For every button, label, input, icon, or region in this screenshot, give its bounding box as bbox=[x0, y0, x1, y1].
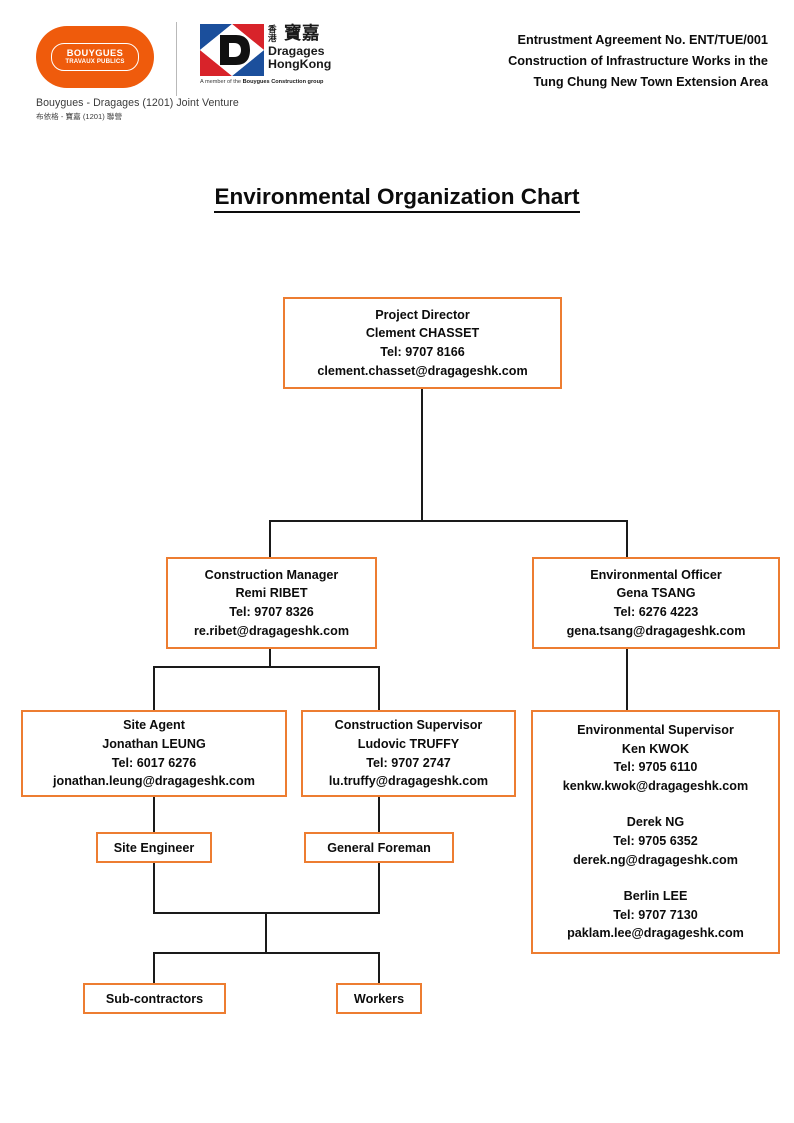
workers-label: Workers bbox=[353, 991, 405, 1006]
page-title-text: Environmental Organization Chart bbox=[214, 184, 580, 213]
agreement-line-3: Tung Chung New Town Extension Area bbox=[533, 74, 768, 89]
site-agent-email: jonathan.leung@dragageshk.com bbox=[53, 774, 255, 789]
site-agent-tel: Tel: 6017 6276 bbox=[111, 755, 197, 770]
dragages-logo-name-line1: Dragages bbox=[268, 44, 325, 58]
connector-level3-bar bbox=[153, 666, 380, 668]
page-title: Environmental Organization Chart bbox=[0, 184, 794, 213]
connector-bottom-bar bbox=[153, 952, 380, 954]
dragages-logo-zh-big: 寶嘉 bbox=[284, 23, 320, 43]
environmental-supervisor-email: kenkw.kwok@dragageshk.com bbox=[562, 778, 749, 793]
connector-site-agent-to-site-engineer bbox=[153, 797, 155, 832]
connector-general-foreman-down bbox=[378, 862, 380, 914]
node-construction-manager[interactable]: Construction Manager Remi RIBET Tel: 970… bbox=[166, 557, 377, 649]
dragages-logo-zh-small: 香港 bbox=[268, 24, 277, 43]
environmental-supervisor-tel: Tel: 9705 6110 bbox=[613, 760, 698, 775]
environmental-supervisor-name: Ken KWOK bbox=[621, 741, 690, 756]
environmental-supervisor-name-3: Berlin LEE bbox=[623, 889, 688, 904]
node-construction-supervisor[interactable]: Construction Supervisor Ludovic TRUFFY T… bbox=[301, 710, 516, 797]
project-director-name: Clement CHASSET bbox=[365, 326, 480, 341]
environmental-officer-role: Environmental Officer bbox=[590, 567, 722, 582]
site-agent-name: Jonathan LEUNG bbox=[102, 736, 206, 751]
construction-manager-role: Construction Manager bbox=[204, 567, 339, 582]
connector-cs-to-general-foreman bbox=[378, 797, 380, 832]
construction-manager-tel: Tel: 9707 8326 bbox=[229, 605, 314, 619]
dragages-member-prefix: A member of the bbox=[200, 79, 243, 85]
dragages-logo-member-note: A member of the Bouygues Construction gr… bbox=[200, 79, 323, 85]
dragages-diamond-d-icon bbox=[200, 24, 264, 76]
node-subcontractors[interactable]: Sub-contractors bbox=[83, 983, 226, 1014]
environmental-supervisor-tel-2: Tel: 9705 6352 bbox=[613, 834, 698, 848]
connector-site-engineer-down bbox=[153, 862, 155, 914]
environmental-supervisor-email-3: paklam.lee@dragageshk.com bbox=[567, 926, 744, 941]
joint-venture-name-chinese: 布依格 - 寶嘉 (1201) 聯營 bbox=[36, 112, 123, 121]
agreement-line-2: Construction of Infrastructure Works in … bbox=[508, 53, 768, 68]
project-director-tel: Tel: 9707 8166 bbox=[380, 345, 465, 359]
node-workers[interactable]: Workers bbox=[336, 983, 422, 1014]
environmental-officer-email: gena.tsang@dragageshk.com bbox=[566, 623, 746, 638]
bouygues-logo-name: BOUYGUES bbox=[66, 47, 124, 58]
node-project-director[interactable]: Project Director Clement CHASSET Tel: 97… bbox=[283, 297, 562, 389]
node-general-foreman[interactable]: General Foreman bbox=[304, 832, 454, 863]
environmental-supervisor-email-2: derek.ng@dragageshk.com bbox=[573, 852, 738, 867]
node-site-engineer[interactable]: Site Engineer bbox=[96, 832, 212, 863]
project-director-email: clement.chasset@dragageshk.com bbox=[317, 363, 528, 378]
agreement-line-1: Entrustment Agreement No. ENT/TUE/001 bbox=[517, 33, 768, 47]
construction-supervisor-tel: Tel: 9707 2747 bbox=[366, 755, 451, 770]
environmental-officer-name: Gena TSANG bbox=[616, 586, 696, 601]
bouygues-travaux-publics-logo: BOUYGUES TRAVAUX PUBLICS bbox=[36, 26, 154, 88]
bouygues-logo-subtitle: TRAVAUX PUBLICS bbox=[65, 58, 125, 66]
dragages-hongkong-logo: 香港 寶嘉 Dragages HongKong A member of the … bbox=[200, 24, 350, 100]
connector-pd-down bbox=[421, 389, 423, 522]
connector-to-construction-manager bbox=[269, 520, 271, 558]
logo-divider bbox=[176, 22, 177, 96]
construction-supervisor-name: Ludovic TRUFFY bbox=[357, 736, 460, 751]
joint-venture-name: Bouygues - Dragages (1201) Joint Venture bbox=[36, 97, 239, 109]
site-engineer-label: Site Engineer bbox=[113, 840, 195, 855]
node-site-agent[interactable]: Site Agent Jonathan LEUNG Tel: 6017 6276… bbox=[21, 710, 287, 797]
dragages-logo-name-line2: HongKong bbox=[268, 57, 332, 71]
connector-to-subcontractors bbox=[153, 952, 155, 984]
project-director-role: Project Director bbox=[375, 307, 470, 322]
node-environmental-supervisor[interactable]: Environmental Supervisor Ken KWOK Tel: 9… bbox=[531, 710, 780, 954]
connector-level2-bar bbox=[269, 520, 628, 522]
connector-center-stem bbox=[265, 912, 267, 954]
construction-manager-name: Remi RIBET bbox=[235, 586, 308, 601]
site-agent-role: Site Agent bbox=[123, 718, 185, 733]
bouygues-logo-pill: BOUYGUES TRAVAUX PUBLICS bbox=[51, 43, 139, 71]
node-environmental-officer[interactable]: Environmental Officer Gena TSANG Tel: 62… bbox=[532, 557, 780, 649]
general-foreman-label: General Foreman bbox=[327, 840, 431, 855]
construction-manager-email: re.ribet@dragageshk.com bbox=[193, 623, 350, 638]
subcontractors-label: Sub-contractors bbox=[105, 991, 204, 1006]
connector-eo-to-es bbox=[626, 648, 628, 711]
connector-to-workers bbox=[378, 952, 380, 984]
connector-to-construction-supervisor bbox=[378, 666, 380, 711]
dragages-member-group: Bouygues Construction group bbox=[242, 79, 324, 85]
environmental-supervisor-role: Environmental Supervisor bbox=[577, 723, 734, 738]
environmental-officer-tel: Tel: 6276 4223 bbox=[613, 605, 699, 619]
construction-supervisor-role: Construction Supervisor bbox=[334, 718, 483, 733]
connector-to-environmental-officer bbox=[626, 520, 628, 558]
construction-supervisor-email: lu.truffy@dragageshk.com bbox=[328, 774, 489, 789]
environmental-supervisor-tel-3: Tel: 9707 7130 bbox=[613, 907, 698, 922]
environmental-supervisor-name-2: Derek NG bbox=[626, 815, 685, 830]
connector-cm-down bbox=[269, 648, 271, 668]
agreement-header: Entrustment Agreement No. ENT/TUE/001 Co… bbox=[368, 30, 768, 92]
header-logos: BOUYGUES TRAVAUX PUBLICS 香港 寶嘉 Dragages bbox=[36, 22, 356, 100]
connector-to-site-agent bbox=[153, 666, 155, 711]
